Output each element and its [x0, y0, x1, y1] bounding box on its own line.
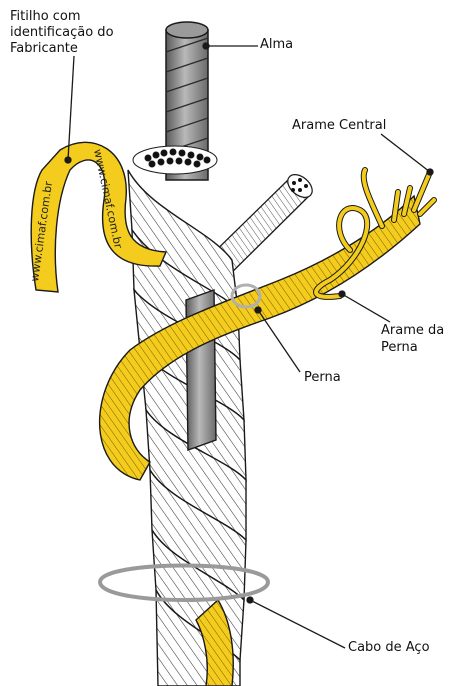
strand-end-bundle	[133, 146, 217, 174]
label-alma: Alma	[260, 37, 293, 52]
label-perna: Perna	[304, 370, 341, 385]
label-fitilho: Fitilho com identificação do Fabricante	[10, 9, 140, 57]
label-cabo-de-aco: Cabo de Aço	[348, 640, 430, 655]
leader-lines	[65, 43, 433, 648]
label-arame-central: Arame Central	[292, 118, 386, 133]
label-arame-da-perna: Arame da Perna	[381, 322, 461, 356]
